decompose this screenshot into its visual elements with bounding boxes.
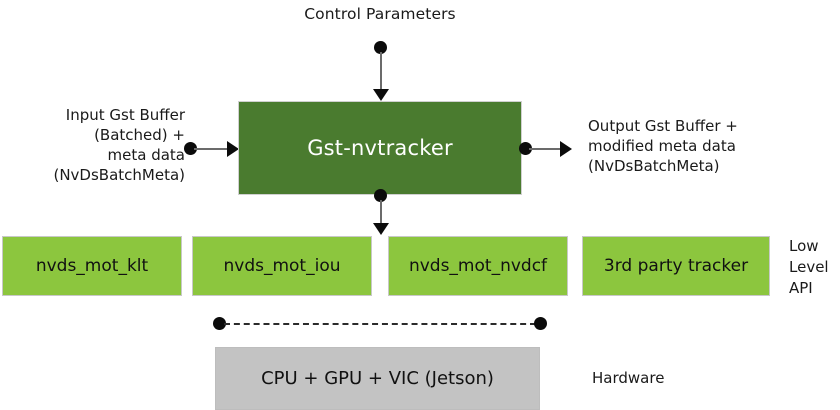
hardware-link-left-dot <box>213 317 226 330</box>
low-level-api-label: Low Level API <box>789 237 829 297</box>
lowlevel-block-nvds-mot-nvdcf[interactable]: nvds_mot_nvdcf <box>388 236 568 296</box>
input-buffer-line <box>194 147 230 150</box>
lowlevel-block-nvds-mot-iou[interactable]: nvds_mot_iou <box>192 236 372 296</box>
output-buffer-line <box>529 147 563 150</box>
gst-nvtracker-label: Gst-nvtracker <box>307 136 453 160</box>
lowlevel-arrow-head <box>372 223 389 235</box>
lowlevel-block-label: nvds_mot_iou <box>223 256 341 276</box>
lowlevel-source-dot <box>374 189 387 202</box>
input-buffer-label: Input Gst Buffer (Batched) + meta data (… <box>53 106 185 184</box>
output-buffer-label: Output Gst Buffer + modified meta data (… <box>588 117 738 175</box>
control-parameters-label: Control Parameters <box>304 5 456 23</box>
output-buffer-arrow-head <box>560 140 572 157</box>
hardware-block-label: CPU + GPU + VIC (Jetson) <box>261 368 494 389</box>
control-parameters-arrow-head <box>372 89 389 101</box>
lowlevel-block-label: nvds_mot_nvdcf <box>408 256 548 276</box>
lowlevel-line <box>379 200 382 226</box>
hardware-link-right-dot <box>534 317 547 330</box>
lowlevel-block-nvds-mot-klt[interactable]: nvds_mot_klt <box>2 236 182 296</box>
hardware-label: Hardware <box>592 369 665 387</box>
control-parameters-line <box>379 52 382 92</box>
lowlevel-block-label: 3rd party tracker <box>603 256 749 276</box>
lowlevel-block-3rd-party-tracker[interactable]: 3rd party tracker <box>582 236 770 296</box>
input-buffer-arrow-head <box>227 140 239 157</box>
hardware-block[interactable]: CPU + GPU + VIC (Jetson) <box>215 347 540 410</box>
lowlevel-block-label: nvds_mot_klt <box>35 256 149 276</box>
gst-nvtracker-block[interactable]: Gst-nvtracker <box>238 101 522 195</box>
output-buffer-source-dot <box>519 142 532 155</box>
control-parameters-source-dot <box>374 41 387 54</box>
hardware-link-dashed-line <box>224 323 536 325</box>
input-buffer-source-dot <box>184 142 197 155</box>
